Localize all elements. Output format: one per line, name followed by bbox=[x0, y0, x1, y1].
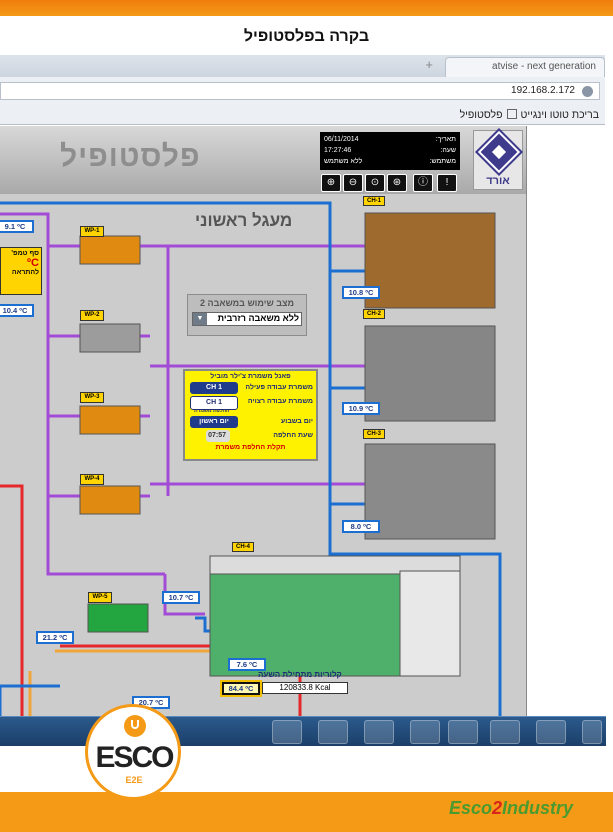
left-temp-1: 9.1 ºC bbox=[0, 220, 34, 233]
active-shift-label: משמרת עבודה פעילה bbox=[245, 384, 313, 391]
info-icon[interactable]: ⓘ bbox=[413, 174, 433, 192]
threshold-unit: ºC bbox=[27, 257, 39, 269]
browser-chrome: + × atvise - next generation 192.168.2.1… bbox=[0, 55, 605, 125]
date-label: תאריך: bbox=[435, 136, 456, 143]
pump-2-label[interactable]: WP-2 bbox=[80, 310, 104, 321]
ch1-temp: 10.8 ºC bbox=[342, 286, 380, 299]
zoom-out-icon[interactable]: ⊖ bbox=[343, 174, 363, 192]
pump-3-label[interactable]: WP-3 bbox=[80, 392, 104, 403]
logo-text: אורד bbox=[486, 175, 510, 187]
shift-fault-text: תקלת החלפת משמרת bbox=[215, 444, 286, 451]
calories-value: 120833.8 Kcal bbox=[262, 682, 348, 694]
power-icon bbox=[124, 715, 146, 737]
threshold-label: סף טמפ' bbox=[11, 250, 39, 257]
chiller-units bbox=[209, 212, 496, 677]
pump-4-label[interactable]: WP-4 bbox=[80, 474, 104, 485]
slide-title: בקרה בפלסטופיל bbox=[243, 28, 370, 45]
ch3-temp: 8.0 ºC bbox=[342, 520, 380, 533]
esco-logo: ESCO E2E bbox=[85, 704, 181, 800]
new-tab-button[interactable]: + bbox=[425, 57, 433, 72]
top-accent-bar bbox=[0, 0, 613, 16]
chiller-1-label[interactable]: CH-1 bbox=[363, 196, 385, 206]
windows-taskbar bbox=[0, 716, 606, 746]
switch-time-label: שעת החלפה bbox=[273, 432, 313, 439]
wp5-temp: 10.7 ºC bbox=[162, 591, 200, 604]
left-temp-3: 21.2 ºC bbox=[36, 631, 74, 644]
brand-part-2: 2 bbox=[491, 798, 502, 818]
threshold-box[interactable]: סף טמפ' ºC להתראה bbox=[0, 247, 42, 295]
day-label: יום בשבוע bbox=[280, 418, 313, 425]
chevron-down-icon: ▼ bbox=[193, 313, 207, 325]
zoom-reset-icon[interactable]: ⊙ bbox=[365, 174, 385, 192]
scada-header: פלסטופיל 06/11/2014 תאריך: 17:27:46 שעה: ל… bbox=[0, 126, 526, 194]
folder-icon[interactable] bbox=[536, 720, 566, 744]
brand-part-3: Industry bbox=[501, 798, 573, 818]
app-icon[interactable] bbox=[318, 720, 348, 744]
browser-tab[interactable]: atvise - next generation bbox=[445, 57, 605, 77]
datetime-panel: 06/11/2014 תאריך: 17:27:46 שעה: ללא משתמש מ… bbox=[320, 132, 460, 170]
brand-part-1: Esco bbox=[448, 798, 492, 818]
media-player-icon[interactable] bbox=[490, 720, 520, 744]
show-desktop-icon[interactable] bbox=[582, 720, 602, 744]
ch4-supply-temp: 84.4 ºC bbox=[220, 680, 262, 697]
time-value: 17:27:46 bbox=[324, 147, 352, 154]
calories-label: קלוריות מתחילת השעה bbox=[258, 670, 342, 679]
tab-strip: + × atvise - next generation bbox=[0, 55, 605, 77]
esco-logo-text: ESCO bbox=[95, 741, 174, 774]
pump-mode-select[interactable]: ללא משאבה רזרבית ▼ bbox=[192, 312, 302, 326]
left-temp-2: 10.4 ºC bbox=[0, 304, 34, 317]
alarm-label: להתראה bbox=[11, 269, 39, 276]
shift-panel-title: פאנל משמרת צ'ילר מוביל bbox=[210, 373, 291, 380]
shift-panel: פאנל משמרת צ'ילר מוביל משמרת עבודה פעילה… bbox=[183, 369, 318, 461]
pump-mode-panel: מצב שימוש במשאבה 2 ללא משאבה רזרבית ▼ bbox=[187, 294, 307, 336]
chiller-3-label[interactable]: CH-3 bbox=[363, 429, 385, 439]
switch-time-input[interactable]: 07:57 bbox=[206, 430, 230, 442]
company-logo: אורד bbox=[473, 127, 524, 190]
favorite-link-1[interactable]: בריכת טוטו וינגייט bbox=[520, 109, 599, 121]
firefox-icon[interactable] bbox=[448, 720, 478, 744]
excel-icon[interactable] bbox=[272, 720, 302, 744]
page-title: פלסטופיל bbox=[60, 140, 201, 173]
day-select[interactable]: יום ראשון bbox=[190, 416, 238, 428]
brand-name: Esco2Industry bbox=[449, 798, 573, 819]
active-shift-value: CH 1 bbox=[190, 382, 238, 394]
circuit-title: מעגל ראשוני bbox=[195, 211, 293, 230]
favorites-bar: בריכת טוטו וינגייט פלסטופיל bbox=[460, 109, 599, 121]
page-icon bbox=[506, 109, 517, 119]
ch2-temp: 10.9 ºC bbox=[342, 402, 380, 415]
ch4-temp: 7.6 ºC bbox=[228, 658, 266, 671]
chiller-2-label[interactable]: CH-2 bbox=[363, 309, 385, 319]
pump-units bbox=[79, 235, 149, 633]
zoom-fit-icon[interactable]: ⊛ bbox=[387, 174, 407, 192]
user-value: ללא משתמש bbox=[324, 158, 363, 165]
pump-1-label[interactable]: WP-1 bbox=[80, 226, 104, 237]
internet-explorer-icon[interactable] bbox=[410, 720, 440, 744]
desired-shift-label: משמרת עבודה רצויה bbox=[247, 398, 313, 405]
zoom-in-icon[interactable]: ⊕ bbox=[321, 174, 341, 192]
user-label: משתמש: bbox=[429, 158, 456, 165]
address-bar[interactable]: 192.168.2.172 bbox=[0, 82, 600, 100]
pump-5-label[interactable]: WP-5 bbox=[88, 592, 112, 603]
date-value: 06/11/2014 bbox=[324, 136, 359, 143]
pump-mode-value: ללא משאבה רזרבית bbox=[217, 313, 299, 323]
chiller-4-label[interactable]: CH-4 bbox=[232, 542, 254, 552]
shift-hint: החלפת משמרת bbox=[194, 408, 230, 414]
chrome-icon[interactable] bbox=[364, 720, 394, 744]
scada-screen: פלסטופיל 06/11/2014 תאריך: 17:27:46 שעה: ל… bbox=[0, 126, 527, 716]
piping-diagram bbox=[0, 201, 502, 716]
site-icon bbox=[582, 86, 593, 97]
alarm-icon[interactable]: ! bbox=[437, 174, 457, 192]
pump-mode-title: מצב שימוש במשאבה 2 bbox=[199, 298, 294, 308]
time-label: שעה: bbox=[440, 147, 456, 154]
address-text: 192.168.2.172 bbox=[511, 85, 575, 96]
desired-shift-select[interactable]: CH 1 bbox=[190, 396, 238, 410]
esco-logo-subtext: E2E bbox=[125, 775, 143, 785]
favorite-link-2[interactable]: פלסטופיל bbox=[459, 109, 503, 121]
